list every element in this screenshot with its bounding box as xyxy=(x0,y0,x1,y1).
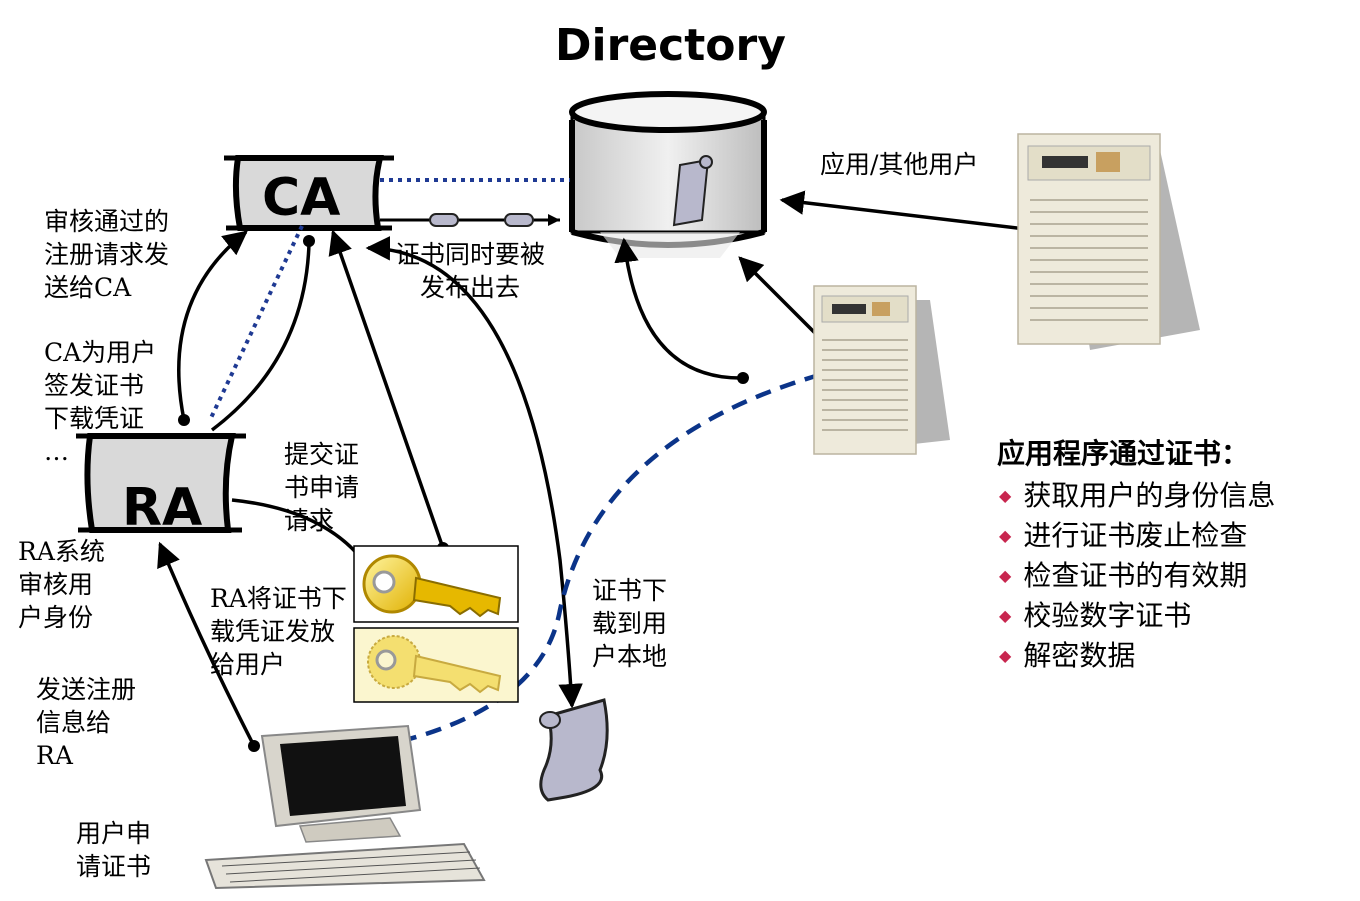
computer-icon xyxy=(204,724,486,890)
list-item: ◆检查证书的有效期 xyxy=(997,556,1347,596)
label-cert-download: 证书下 载到用 户本地 xyxy=(592,576,668,671)
label-ra-review: RA系统 审核用 户身份 xyxy=(18,537,105,632)
list-item: ◆校验数字证书 xyxy=(997,596,1347,636)
diamond-bullet-icon: ◆ xyxy=(999,566,1012,585)
diamond-bullet-icon: ◆ xyxy=(999,526,1012,545)
label-app-users: 应用/其他用户 xyxy=(820,150,979,179)
arrow-user-to-ra xyxy=(157,541,256,747)
chain-link xyxy=(380,213,560,227)
list-item: ◆获取用户的身份信息 xyxy=(997,476,1347,516)
ca-label: CA xyxy=(262,168,341,228)
label-user-apply: 用户申 请证书 xyxy=(76,819,152,881)
directory-cylinder xyxy=(569,91,767,258)
certificate-scroll-icon xyxy=(539,698,609,802)
server-icon-small xyxy=(813,285,950,455)
arrow-to-directory xyxy=(614,237,744,380)
label-review-pass: 审核通过的 注册请求发 送给CA xyxy=(44,207,170,302)
arrow-ca-to-ra xyxy=(210,243,311,432)
key-icon-pale xyxy=(353,627,519,703)
arrow-ra-to-ca xyxy=(177,230,248,421)
ra-label: RA xyxy=(122,478,203,538)
list-item: ◆解密数据 xyxy=(997,636,1347,676)
panel-list: ◆获取用户的身份信息 ◆进行证书废止检查 ◆检查证书的有效期 ◆校验数字证书 ◆… xyxy=(997,476,1347,676)
label-ra-send-cert: RA将证书下 载凭证发放 给用户 xyxy=(210,584,347,679)
label-cert-publish: 证书同时要被 发布出去 xyxy=(395,240,546,302)
ra-node xyxy=(76,433,246,533)
diamond-bullet-icon: ◆ xyxy=(999,486,1012,505)
server-icon-large xyxy=(1017,133,1200,350)
label-submit-request: 提交证 书申请 请求 xyxy=(284,440,360,535)
directory-title: Directory xyxy=(555,20,786,71)
panel-title: 应用程序通过证书： xyxy=(997,437,1250,470)
list-item: ◆进行证书废止检查 xyxy=(997,516,1347,556)
key-icon-gold xyxy=(353,545,519,623)
diamond-bullet-icon: ◆ xyxy=(999,606,1012,625)
arrow-server-large-to-directory xyxy=(779,190,1035,232)
diamond-bullet-icon: ◆ xyxy=(999,646,1012,665)
app-usage-panel: 应用程序通过证书： ◆获取用户的身份信息 ◆进行证书废止检查 ◆检查证书的有效期… xyxy=(997,436,1347,676)
arrow-server-small-to-directory xyxy=(738,256,822,340)
label-send-registration: 发送注册 信息给 RA xyxy=(36,675,137,770)
ca-node xyxy=(224,155,394,231)
dashed-cert-usage-path xyxy=(323,360,848,770)
label-ca-issue: CA为用户 签发证书 下载凭证 … xyxy=(44,338,157,466)
